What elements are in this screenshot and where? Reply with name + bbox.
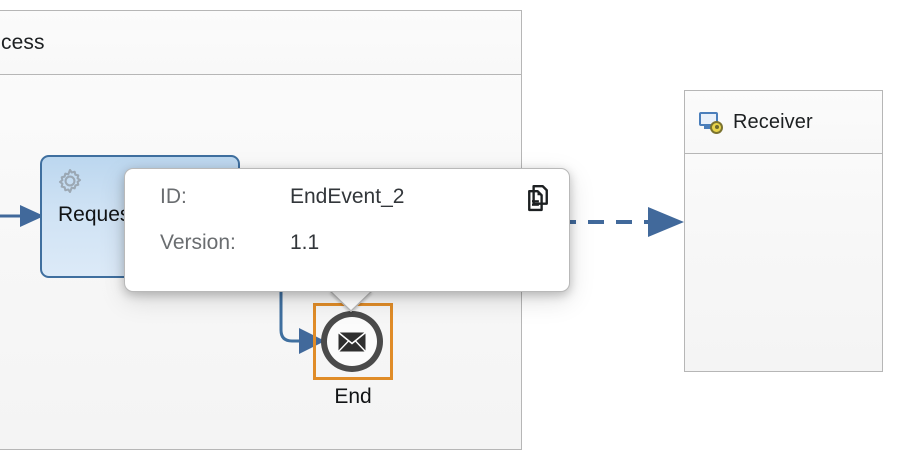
- tooltip-tail: [329, 291, 373, 312]
- pool-process-header: cess: [0, 11, 521, 75]
- pool-receiver-header: Receiver: [685, 91, 882, 154]
- tooltip-tail-outline: [329, 290, 373, 312]
- pool-process-title: cess: [1, 30, 45, 54]
- pool-receiver-title: Receiver: [733, 110, 813, 133]
- copy-icon[interactable]: [523, 183, 553, 213]
- receiver-monitor-icon: [699, 111, 723, 134]
- tooltip-value-version: 1.1: [290, 231, 320, 254]
- tooltip-row-version: Version: 1.1: [160, 231, 319, 255]
- gear-icon: [58, 168, 82, 194]
- tooltip-row-id: ID: EndEvent_2: [160, 185, 404, 209]
- tooltip-label-id: ID:: [160, 185, 187, 208]
- task-request-label: Reques: [58, 203, 131, 226]
- end-event-label: End: [334, 385, 372, 408]
- pool-receiver[interactable]: Receiver: [684, 90, 883, 372]
- envelope-icon: [338, 331, 366, 352]
- tooltip-value-id: EndEvent_2: [290, 185, 405, 208]
- element-properties-popover[interactable]: ID: EndEvent_2 Version: 1.1: [124, 168, 570, 292]
- tooltip-label-version: Version:: [160, 231, 236, 254]
- end-event-message[interactable]: [321, 311, 383, 372]
